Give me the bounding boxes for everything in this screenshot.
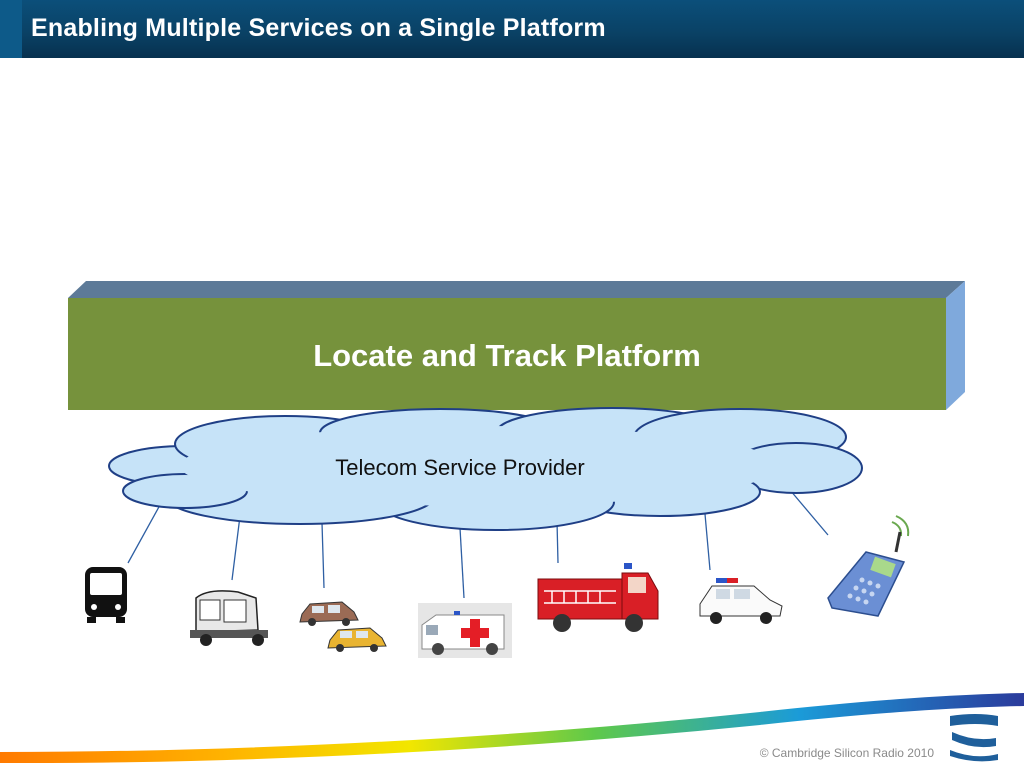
mobile-phone-icon [827, 515, 910, 617]
bus-icon [85, 567, 127, 623]
platform-face [68, 298, 946, 410]
connection-lines [127, 489, 829, 599]
line-phone [789, 489, 829, 536]
line-police [704, 513, 711, 571]
fire-truck-icon [537, 563, 659, 632]
ambulance-icon [418, 603, 512, 658]
line-rickshaw [231, 515, 241, 581]
line-taxi [321, 522, 325, 589]
police-car-icon [699, 578, 783, 624]
platform-label: Locate and Track Platform [313, 338, 701, 373]
telecom-cloud [108, 407, 863, 531]
csr-logo [946, 710, 1002, 762]
platform-top [68, 281, 965, 298]
line-firetruck [556, 520, 559, 564]
taxi-cars-icon [299, 601, 387, 652]
platform-side [946, 281, 965, 410]
platform-box [68, 281, 965, 410]
line-ambulance [459, 527, 465, 599]
rainbow-swoosh [0, 693, 1024, 764]
line-bus [127, 504, 161, 564]
title-bar: Enabling Multiple Services on a Single P… [0, 0, 1024, 58]
title-accent [0, 0, 22, 58]
copyright-text: © Cambridge Silicon Radio 2010 [759, 746, 934, 760]
auto-rickshaw-icon [190, 590, 268, 646]
cloud-label: Telecom Service Provider [335, 455, 585, 480]
slide-title: Enabling Multiple Services on a Single P… [31, 14, 606, 42]
